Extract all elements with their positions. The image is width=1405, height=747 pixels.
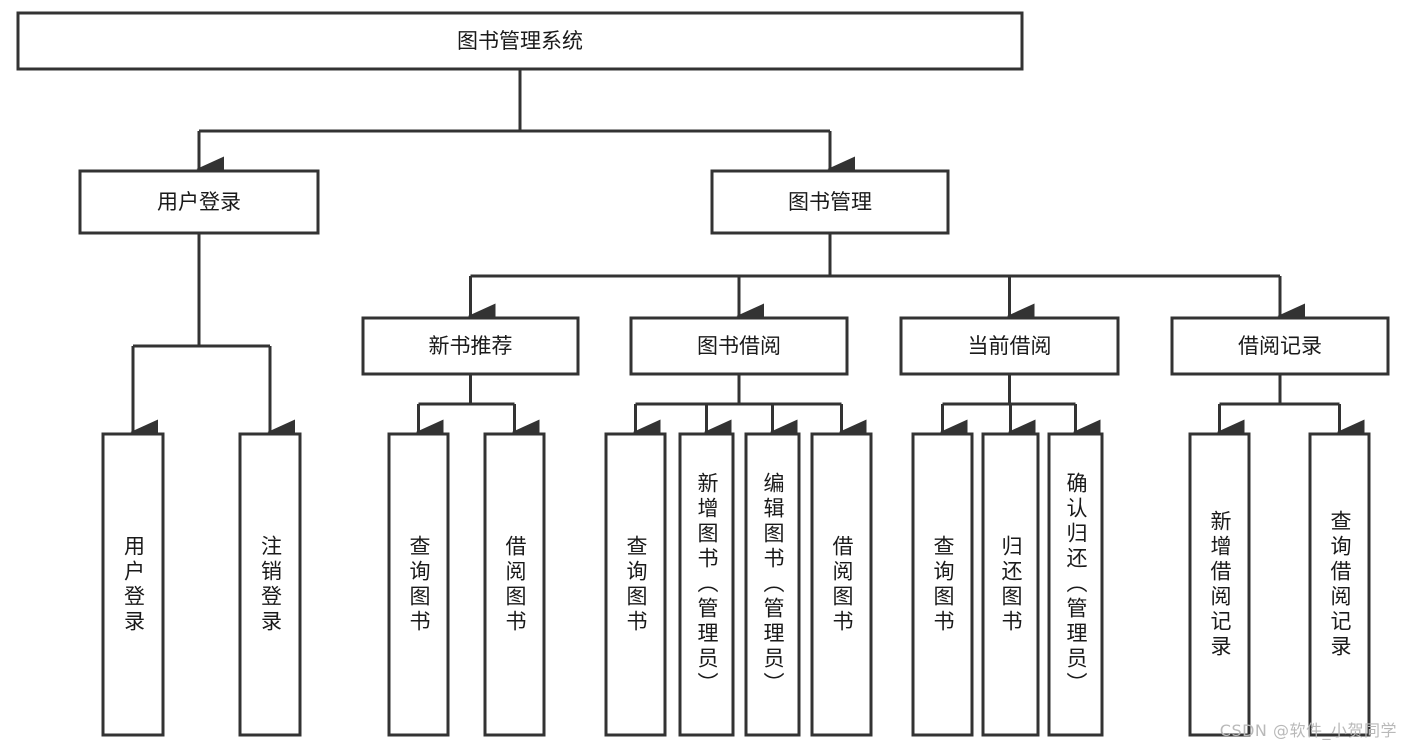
- connector-group-current-borrow: [940, 374, 1101, 445]
- node-box-borrow-records[interactable]: [1170, 316, 1390, 376]
- node-box-user-login-do[interactable]: [101, 432, 165, 737]
- node-box-query-book-3[interactable]: [911, 432, 974, 737]
- node-box-borrow-book-2[interactable]: [810, 432, 873, 737]
- node-label-borrow-records: 借阅记录: [1238, 334, 1322, 358]
- node-box-root[interactable]: [16, 11, 1024, 71]
- node-box-new-book-recommend[interactable]: [361, 316, 580, 376]
- node-label-new-book-recommend: 新书推荐: [429, 334, 513, 358]
- node-user-login-do[interactable]: [101, 432, 165, 737]
- node-root[interactable]: 图书管理系统: [16, 11, 1024, 71]
- node-add-book-admin[interactable]: [678, 432, 735, 737]
- node-box-confirm-return-admin[interactable]: [1047, 432, 1104, 737]
- node-edit-book-admin[interactable]: [744, 432, 801, 737]
- node-query-book-2[interactable]: [604, 432, 667, 737]
- connector-group-book-manage: [468, 233, 1305, 329]
- watermark-text: CSDN @软件_小贺同学: [1219, 721, 1397, 740]
- node-box-query-book-1[interactable]: [387, 432, 450, 737]
- connector-group-book-borrow: [633, 374, 867, 445]
- node-label-book-borrow: 图书借阅: [697, 334, 781, 358]
- node-box-borrow-book-1[interactable]: [483, 432, 546, 737]
- node-box-edit-book-admin[interactable]: [744, 432, 801, 737]
- node-book-manage[interactable]: 图书管理: [710, 169, 950, 235]
- connector-group-user-login: [130, 233, 295, 445]
- node-book-borrow[interactable]: 图书借阅: [629, 316, 849, 376]
- node-user-login[interactable]: 用户登录: [78, 169, 320, 235]
- node-query-book-1[interactable]: [387, 432, 450, 737]
- connectors-layer: [130, 69, 1365, 445]
- node-box-query-book-2[interactable]: [604, 432, 667, 737]
- connector-group-root: [196, 69, 855, 182]
- connector-group-borrow-records: [1217, 374, 1365, 445]
- node-box-book-borrow[interactable]: [629, 316, 849, 376]
- node-current-borrow[interactable]: 当前借阅: [899, 316, 1120, 376]
- node-box-user-login[interactable]: [78, 169, 320, 235]
- node-user-logout[interactable]: [238, 432, 302, 737]
- node-query-book-3[interactable]: [911, 432, 974, 737]
- node-new-book-recommend[interactable]: 新书推荐: [361, 316, 580, 376]
- node-box-query-borrow-record[interactable]: [1308, 432, 1371, 737]
- node-box-current-borrow[interactable]: [899, 316, 1120, 376]
- node-box-add-book-admin[interactable]: [678, 432, 735, 737]
- node-query-borrow-record[interactable]: [1308, 432, 1371, 737]
- node-box-return-book[interactable]: [981, 432, 1040, 737]
- node-confirm-return-admin[interactable]: [1047, 432, 1104, 737]
- node-label-user-login: 用户登录: [157, 190, 241, 214]
- node-borrow-records[interactable]: 借阅记录: [1170, 316, 1390, 376]
- node-borrow-book-1[interactable]: [483, 432, 546, 737]
- node-return-book[interactable]: [981, 432, 1040, 737]
- node-box-user-logout[interactable]: [238, 432, 302, 737]
- node-add-borrow-record[interactable]: [1188, 432, 1251, 737]
- node-borrow-book-2[interactable]: [810, 432, 873, 737]
- node-label-book-manage: 图书管理: [788, 190, 872, 214]
- node-box-book-manage[interactable]: [710, 169, 950, 235]
- node-box-add-borrow-record[interactable]: [1188, 432, 1251, 737]
- node-label-current-borrow: 当前借阅: [968, 334, 1052, 358]
- node-label-root: 图书管理系统: [457, 29, 583, 53]
- connector-group-new-book-recommend: [416, 374, 540, 445]
